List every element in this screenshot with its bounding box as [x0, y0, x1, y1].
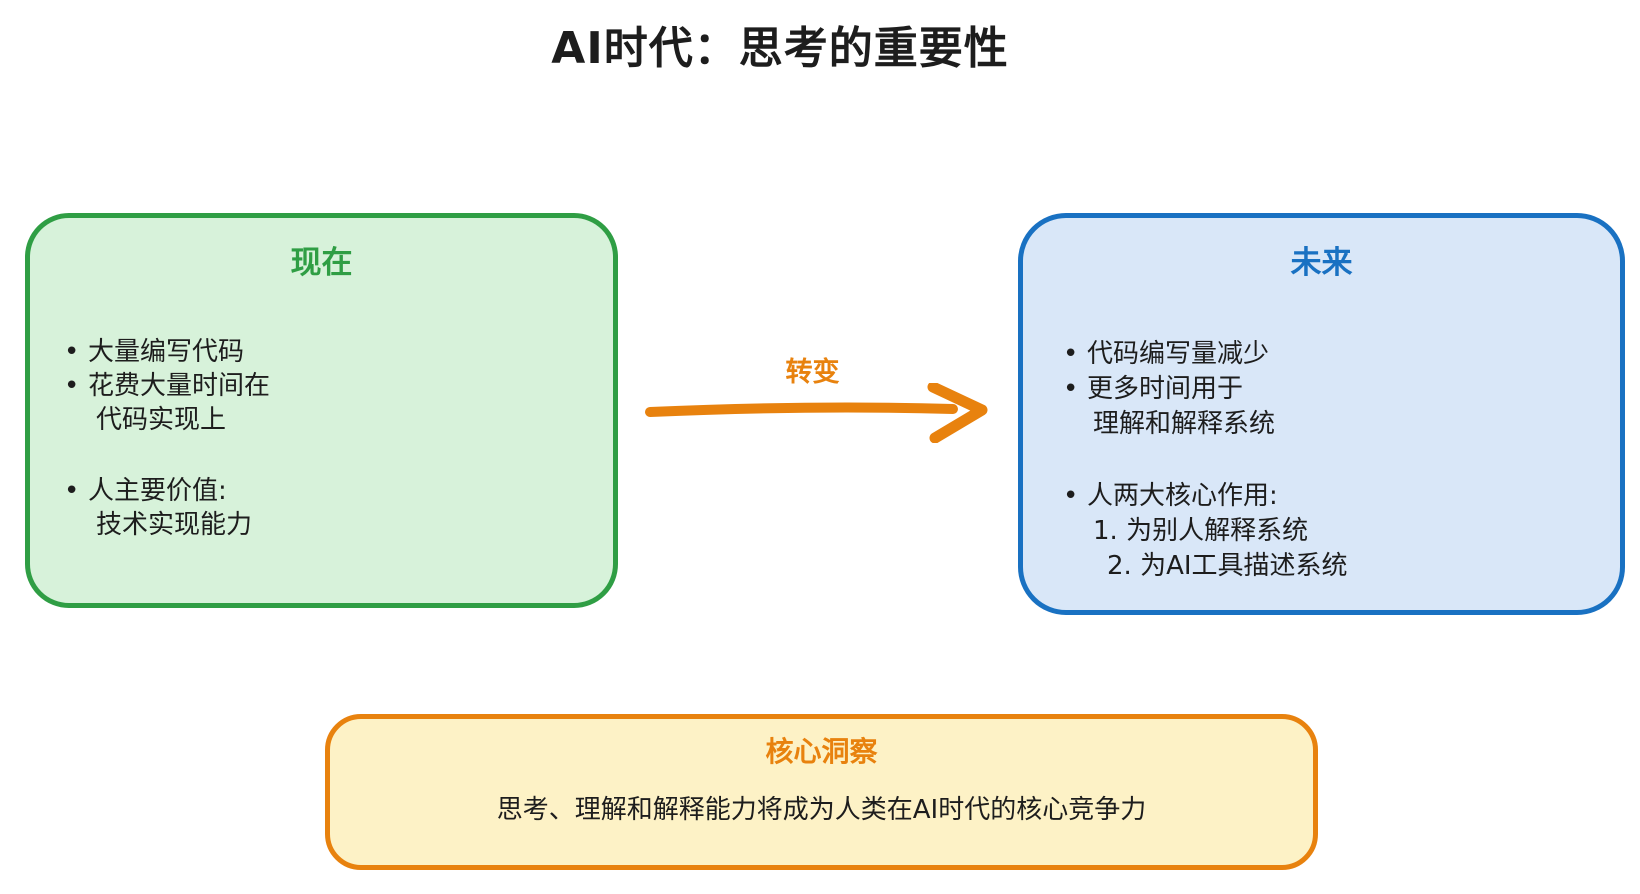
list-item-text: 代码实现上: [96, 404, 227, 435]
future-box-body: • 代码编写量减少 • 更多时间用于 理解和解释系统 • 人两大核心作用: 1. 为别…: [1023, 337, 1620, 584]
list-item: • 代码编写量减少: [1063, 337, 1620, 372]
now-box-title: 现在: [290, 245, 353, 281]
list-item: • 花费大量时间在: [64, 369, 613, 403]
bullet-marker: •: [64, 336, 80, 367]
list-item: • 更多时间用于: [1063, 372, 1620, 407]
list-item-text: 2. 为AI工具描述系统: [1107, 550, 1348, 581]
list-item-text: 代码编写量减少: [1087, 338, 1270, 369]
list-item-text: 更多时间用于: [1087, 373, 1244, 404]
list-item-text: 大量编写代码: [88, 336, 245, 367]
arrow-label: 转变: [785, 357, 840, 388]
list-item-text: 花费大量时间在: [88, 370, 271, 401]
numbered-item: 2. 为AI工具描述系统: [1063, 549, 1620, 584]
list-item-continuation: 代码实现上: [64, 403, 613, 437]
list-item: • 大量编写代码: [64, 335, 613, 369]
bullet-marker: •: [64, 370, 80, 401]
bullet-marker: •: [1063, 373, 1079, 404]
arrow-right-icon: [645, 383, 988, 443]
list-item-text: 技术实现能力: [96, 509, 253, 540]
list-item: • 人两大核心作用:: [1063, 479, 1620, 514]
list-item-text: 理解和解释系统: [1093, 408, 1276, 439]
list-item-text: 人主要价值:: [88, 475, 227, 506]
bullet-marker: •: [64, 475, 80, 506]
future-box-title: 未来: [1290, 245, 1353, 281]
list-spacer: [64, 437, 613, 474]
insight-box: 核心洞察 思考、理解和解释能力将成为人类在AI时代的核心竞争力: [325, 714, 1318, 870]
list-item-text: 人两大核心作用:: [1087, 480, 1278, 511]
list-item-text: 1. 为别人解释系统: [1093, 515, 1309, 546]
bullet-marker: •: [1063, 338, 1079, 369]
now-box-body: • 大量编写代码 • 花费大量时间在 代码实现上 • 人主要价值: 技术实现能力: [30, 335, 613, 542]
list-item-continuation: 理解和解释系统: [1063, 407, 1620, 442]
insight-box-text: 思考、理解和解释能力将成为人类在AI时代的核心竞争力: [496, 795, 1147, 825]
list-spacer: [1063, 442, 1620, 479]
page-title: AI时代：思考的重要性: [551, 23, 1009, 74]
now-box: 现在 • 大量编写代码 • 花费大量时间在 代码实现上 • 人主要价值: 技术实现能力: [25, 213, 618, 608]
list-item-continuation: 技术实现能力: [64, 508, 613, 542]
future-box: 未来 • 代码编写量减少 • 更多时间用于 理解和解释系统 • 人两大核心作用: 1.…: [1018, 213, 1625, 615]
insight-box-title: 核心洞察: [765, 735, 878, 768]
bullet-marker: •: [1063, 480, 1079, 511]
numbered-item: 1. 为别人解释系统: [1063, 514, 1620, 549]
list-item: • 人主要价值:: [64, 474, 613, 508]
